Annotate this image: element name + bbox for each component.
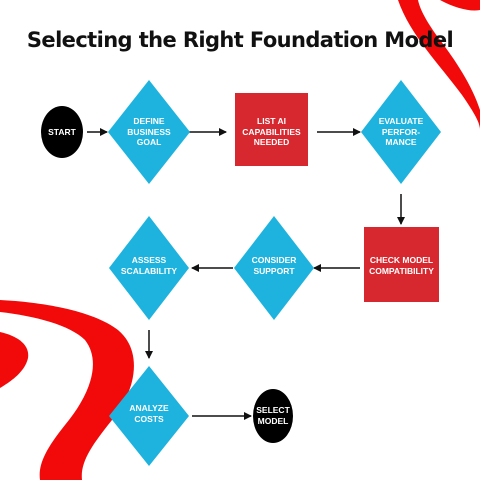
start-terminal-shape	[41, 106, 83, 158]
swoosh-bottom-left	[0, 300, 134, 480]
analyze-costs-diamond-shape	[109, 366, 189, 466]
start-node-label: START	[48, 126, 76, 137]
check-compatibility-box-shape	[364, 227, 439, 302]
consider-support-node-label: CONSIDER SUPPORT	[251, 255, 297, 276]
swoosh-top-right-tail	[440, 0, 480, 11]
select-model-terminal-shape	[253, 389, 293, 443]
evaluate-performance-diamond-shape	[361, 80, 441, 184]
diagram-title: Selecting the Right Foundation Model	[26, 28, 454, 52]
check-compatibility-node-label: CHECK MODEL COMPATIBILITY	[369, 255, 434, 276]
swoosh-top-right	[398, 0, 480, 130]
consider-support-diamond-shape	[234, 216, 314, 320]
assess-scalability-diamond-shape	[109, 216, 189, 320]
analyze-costs-node-label: ANALYZE COSTS	[129, 403, 169, 424]
define-goal-diamond-shape	[108, 80, 190, 184]
evaluate-performance-node-label: EVALUATE PERFOR- MANCE	[378, 116, 424, 148]
list-capabilities-node-label: LIST AI CAPABILITIES NEEDED	[242, 116, 301, 148]
select-model-node-label: SELECT MODEL	[256, 405, 290, 426]
list-capabilities-box-shape	[235, 93, 308, 166]
define-goal-node-label: DEFINE BUSINESS GOAL	[127, 116, 171, 148]
assess-scalability-node-label: ASSESS SCALABILITY	[120, 255, 178, 276]
swoosh-bottom-left-lower	[0, 332, 29, 388]
